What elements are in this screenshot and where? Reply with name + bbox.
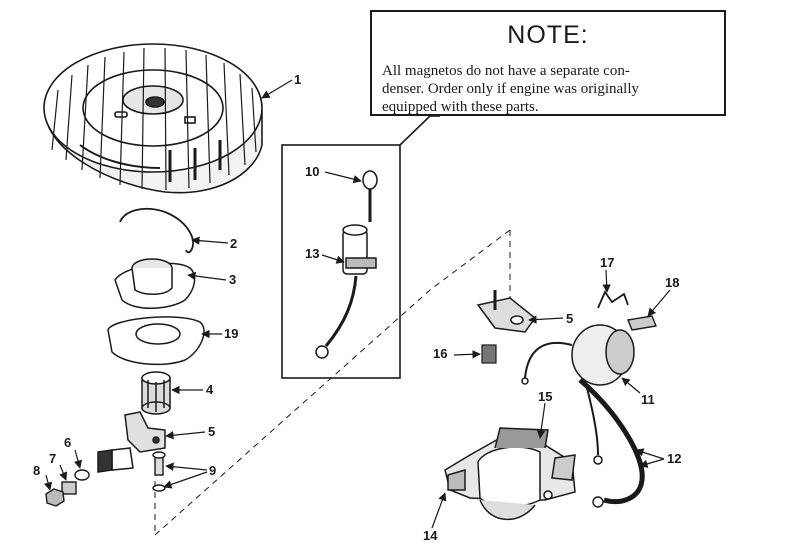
callout-2: 2 (230, 236, 238, 251)
callout-5-right: 5 (566, 311, 574, 326)
condenser-part (315, 224, 377, 359)
callout-6: 6 (64, 435, 72, 450)
hardware-parts (45, 451, 166, 507)
coil-part (521, 324, 635, 465)
callout-9: 9 (209, 463, 217, 478)
callout-19: 19 (224, 326, 239, 341)
note-title: NOTE: (507, 21, 589, 49)
breaker-housing-part (444, 427, 576, 521)
condenser-screw-part (362, 170, 378, 222)
callout-7: 7 (49, 451, 57, 466)
clip-part (627, 315, 657, 331)
spring-part (597, 290, 629, 309)
callout-18: 18 (665, 275, 680, 290)
note-box: NOTE: All magnetos do not have a separat… (370, 10, 726, 116)
gasket-part (107, 316, 205, 366)
callout-5-left: 5 (208, 424, 216, 439)
leader-lines (43, 79, 671, 529)
inset-frame (281, 115, 440, 379)
callout-16: 16 (433, 346, 448, 361)
flywheel-part (43, 43, 263, 194)
callout-17: 17 (600, 255, 615, 270)
points-bracket-part (476, 290, 537, 333)
lead-wire-part (578, 378, 645, 508)
note-line: denser. Order only if engine was origina… (382, 81, 640, 97)
callout-8: 8 (33, 463, 41, 478)
callout-4: 4 (206, 382, 214, 397)
breaker-bracket-part (97, 411, 166, 473)
callout-13: 13 (305, 246, 320, 261)
dashed-guides (154, 229, 511, 536)
callout-3: 3 (229, 272, 237, 287)
callout-12: 12 (667, 451, 682, 466)
felt-part (481, 344, 497, 364)
callout-10: 10 (305, 164, 320, 179)
note-body: All magnetos do not have a separate con-… (382, 62, 722, 116)
wire-clip-part (119, 208, 194, 254)
bushing-part (141, 371, 171, 415)
callout-11: 11 (641, 392, 655, 407)
callout-14: 14 (423, 528, 438, 543)
callout-15: 15 (538, 389, 553, 404)
callout-1: 1 (294, 72, 302, 87)
note-line: equipped with these parts. (382, 99, 539, 115)
note-line: All magnetos do not have a separate con- (382, 63, 630, 79)
breaker-cover-part (114, 258, 196, 309)
